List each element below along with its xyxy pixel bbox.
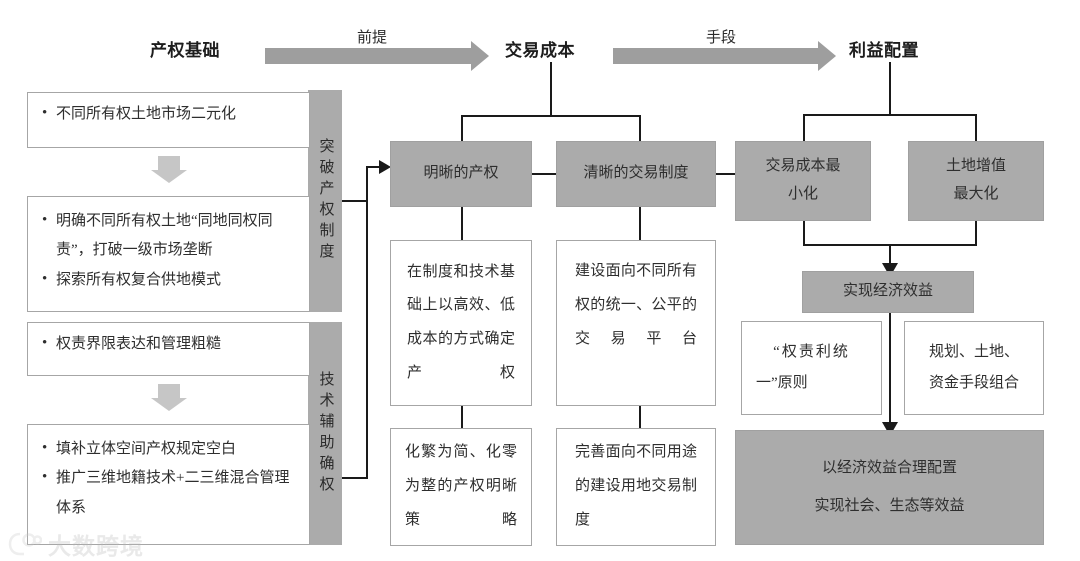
connector-stage3-left-drop xyxy=(803,114,805,142)
node-clear-property-rights: 明晰的产权 xyxy=(390,141,532,207)
box-means-line2: 资金手段组合 xyxy=(928,375,1019,391)
left-group2-label: 技术辅助确权 xyxy=(308,322,342,545)
node-economic-benefit-label: 实现经济效益 xyxy=(842,283,933,300)
stage2-to-stage3-arrow xyxy=(613,41,836,71)
detail-box-node2-2: 完善面向不同用途的建设用地交易制度 xyxy=(556,428,716,546)
node-final-outcome-line1: 以经济效益合理配置 xyxy=(821,460,957,476)
left-down-arrow-2 xyxy=(151,384,187,411)
watermark: 大数跨境 xyxy=(8,527,144,561)
left-box-2: 明确不同所有权土地“同地同权同责”，打破一级市场垄断 探索所有权复合供地模式 xyxy=(27,196,310,312)
box-principle-line2: 一”原则 xyxy=(756,375,808,391)
connector-node1-detail1 xyxy=(461,207,463,240)
stage1-to-stage2-arrow xyxy=(265,41,489,71)
connector-node2-to-right xyxy=(716,173,735,175)
node-clear-transaction-system-label: 清晰的交易制度 xyxy=(583,165,689,182)
connector-stage2-right-drop xyxy=(639,115,641,142)
connector-node1-detail2 xyxy=(461,406,463,428)
connector-node2-detail1 xyxy=(639,207,641,240)
connector-left-to-node1-arrow xyxy=(366,160,391,174)
node-minimize-transaction-cost: 交易成本最 小化 xyxy=(735,141,871,221)
node-maximize-land-value-line2: 最大化 xyxy=(953,186,999,202)
left-down-arrow-1 xyxy=(151,156,187,183)
connector-node2-detail2 xyxy=(639,406,641,428)
watermark-text: 大数跨境 xyxy=(48,533,144,559)
header-stage3: 利益配置 xyxy=(849,41,919,60)
connector-rn1-drop xyxy=(803,221,805,245)
node-maximize-land-value-line1: 土地增值 xyxy=(945,158,1006,175)
node-economic-benefit: 实现经济效益 xyxy=(802,271,974,313)
left-group1-label: 突破产权制度 xyxy=(308,90,342,312)
node-minimize-transaction-cost-line1: 交易成本最 xyxy=(765,158,841,175)
node-clear-property-rights-label: 明晰的产权 xyxy=(423,165,499,182)
connector-stage3-right-drop xyxy=(975,114,977,142)
node-minimize-transaction-cost-line2: 小化 xyxy=(787,186,818,202)
connector-stage3-bus xyxy=(803,114,977,116)
connector-economic-benefit-to-final-arrow xyxy=(882,313,898,436)
connector-rn2-drop xyxy=(975,221,977,245)
list-item: 探索所有权复合供地模式 xyxy=(42,264,299,295)
connector-stage3-trunk xyxy=(889,62,891,115)
list-item: 推广三维地籍技术+二三维混合管理体系 xyxy=(42,463,299,523)
detail-box-node2-1-text: 建设面向不同所有权的统一、公平的交易平台 xyxy=(575,263,697,347)
list-item: 不同所有权土地市场二元化 xyxy=(42,99,299,129)
left-box-1: 不同所有权土地市场二元化 xyxy=(27,92,310,148)
header-stage2: 交易成本 xyxy=(505,41,575,60)
connector-group2-stub xyxy=(342,477,368,479)
left-group2-label-text: 技术辅助确权 xyxy=(317,370,334,497)
connector-stage2-trunk xyxy=(550,62,552,116)
header-relation1: 前提 xyxy=(357,30,388,46)
node-final-outcome: 以经济效益合理配置 实现社会、生态等效益 xyxy=(735,430,1044,545)
detail-box-node1-2: 化繁为简、化零为整的产权明晰策略 xyxy=(390,428,532,546)
node-final-outcome-line2: 实现社会、生态等效益 xyxy=(814,497,965,514)
list-item: 明确不同所有权土地“同地同权同责”，打破一级市场垄断 xyxy=(42,206,299,266)
box-principle-line1: “权责利统 xyxy=(773,343,850,360)
left-box-4: 填补立体空间产权规定空白 推广三维地籍技术+二三维混合管理体系 xyxy=(27,424,310,545)
node-clear-transaction-system: 清晰的交易制度 xyxy=(556,141,716,207)
left-group1-label-text: 突破产权制度 xyxy=(317,138,334,264)
connector-node1-node2 xyxy=(532,173,556,175)
detail-box-node1-1: 在制度和技术基础上以高效、低成本的方式确定产权 xyxy=(390,240,532,406)
list-item: 权责界限表达和管理粗糙 xyxy=(42,329,299,359)
header-stage1: 产权基础 xyxy=(150,41,220,60)
connector-to-economic-benefit-arrow xyxy=(882,244,898,277)
list-item: 填补立体空间产权规定空白 xyxy=(42,434,299,464)
box-means-line1: 规划、土地、 xyxy=(928,343,1019,360)
detail-box-node1-1-text: 在制度和技术基础上以高效、低成本的方式确定产权 xyxy=(407,263,515,381)
detail-box-node2-1: 建设面向不同所有权的统一、公平的交易平台 xyxy=(556,240,716,406)
connector-left-trunk xyxy=(366,166,368,479)
connector-stage2-left-drop xyxy=(461,115,463,142)
box-means-combination: 规划、土地、 资金手段组合 xyxy=(904,321,1044,415)
watermark-logo-icon xyxy=(8,532,42,556)
connector-group1-stub xyxy=(342,200,368,202)
header-relation2: 手段 xyxy=(706,30,737,46)
box-principle: “权责利统 一”原则 xyxy=(741,321,882,415)
left-box-3: 权责界限表达和管理粗糙 xyxy=(27,322,310,376)
node-maximize-land-value: 土地增值 最大化 xyxy=(908,141,1044,221)
detail-box-node1-2-text: 化繁为简、化零为整的产权明晰策略 xyxy=(405,444,517,528)
detail-box-node2-2-text: 完善面向不同用途的建设用地交易制度 xyxy=(575,444,697,528)
connector-stage2-bus xyxy=(461,115,641,117)
